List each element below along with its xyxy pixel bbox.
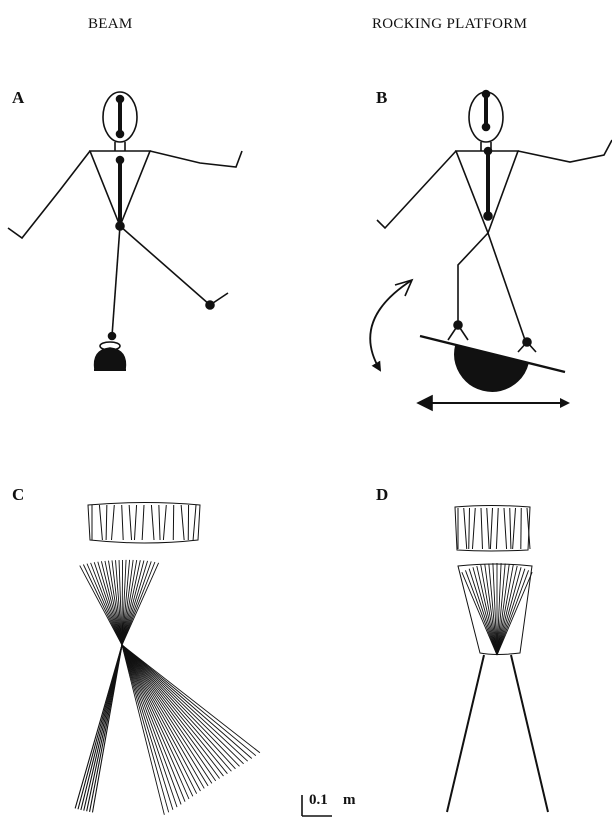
swing-leg-lines bbox=[122, 645, 260, 815]
support-leg bbox=[112, 226, 120, 336]
left-arm bbox=[8, 151, 90, 238]
trace-line bbox=[122, 562, 155, 645]
trace-line bbox=[122, 645, 231, 771]
trace-line bbox=[122, 505, 123, 540]
trace-line bbox=[122, 645, 208, 786]
trace-line bbox=[122, 645, 189, 799]
lifted-leg bbox=[120, 226, 228, 305]
trace-line bbox=[106, 505, 107, 540]
panel-b-figure bbox=[370, 91, 612, 411]
trace-line bbox=[496, 508, 498, 549]
right-leg bbox=[488, 233, 525, 340]
right-arm bbox=[150, 151, 242, 167]
trace-line bbox=[122, 645, 197, 794]
trace-line bbox=[122, 561, 151, 645]
trace-line bbox=[99, 505, 102, 540]
trace-line bbox=[75, 645, 122, 808]
right-leg-trace bbox=[511, 655, 548, 812]
panel-d-traces bbox=[447, 506, 548, 813]
trace-line bbox=[472, 508, 475, 549]
trace-line bbox=[513, 508, 516, 549]
panel-c-traces bbox=[75, 503, 260, 815]
trace-line bbox=[112, 505, 115, 540]
trace-line bbox=[193, 505, 196, 540]
trace-line bbox=[510, 508, 511, 549]
support-leg-lines bbox=[75, 645, 122, 812]
trace-line bbox=[163, 505, 166, 540]
trace-line bbox=[504, 508, 507, 549]
trace-line bbox=[142, 505, 144, 540]
shoulder-band-lines bbox=[458, 508, 530, 549]
trace-line bbox=[134, 505, 136, 540]
trace-line bbox=[159, 505, 160, 540]
scale-bar-value: 0.1 bbox=[309, 792, 328, 809]
trunk-fan-lines bbox=[80, 560, 159, 645]
trace-line bbox=[122, 645, 248, 761]
trace-line bbox=[151, 505, 154, 540]
trace-line bbox=[487, 508, 489, 549]
trace-line bbox=[122, 645, 260, 753]
rocker-half-cylinder bbox=[455, 345, 528, 391]
left-leg bbox=[458, 233, 488, 325]
beam-section bbox=[95, 348, 126, 370]
panel-a-figure bbox=[8, 92, 242, 370]
trace-line bbox=[129, 505, 131, 540]
trace-line bbox=[181, 505, 184, 540]
trace-line bbox=[83, 565, 122, 645]
trace-line bbox=[469, 508, 470, 549]
left-leg-trace bbox=[447, 655, 484, 812]
trace-line bbox=[122, 645, 223, 776]
scale-bar-unit: m bbox=[343, 792, 356, 809]
trace-line bbox=[464, 508, 467, 549]
trace-line bbox=[122, 645, 212, 783]
trace-line bbox=[122, 645, 220, 778]
left-arm bbox=[377, 151, 456, 228]
shoulder-band-lines bbox=[92, 505, 196, 540]
trace-line bbox=[497, 570, 529, 655]
right-arm bbox=[518, 140, 612, 162]
trace-line bbox=[490, 508, 492, 549]
trace-line bbox=[481, 508, 482, 549]
